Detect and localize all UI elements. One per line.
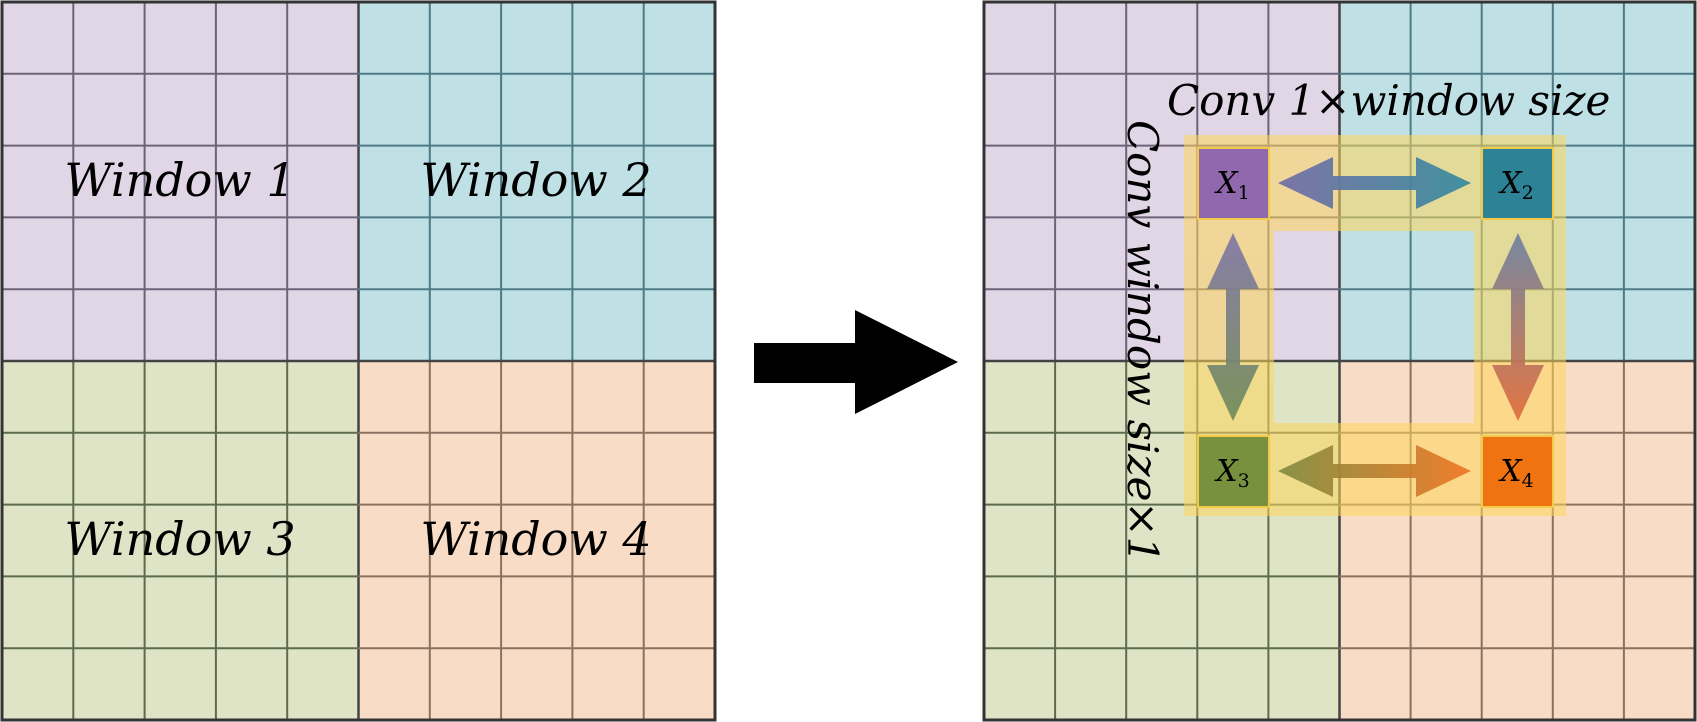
window-1-label: Window 1 [64, 153, 295, 207]
token-x1-label: X1 [1214, 166, 1249, 204]
window-3-region [2, 362, 359, 720]
arrow-x1-x3 [1207, 233, 1259, 421]
token-x2 [1481, 147, 1554, 220]
window-2-region [359, 2, 715, 362]
token-x4 [1481, 435, 1554, 508]
window-4-label: Window 4 [420, 512, 651, 566]
token-x1 [1197, 147, 1270, 220]
window-3-label: Window 3 [64, 512, 295, 566]
right-grid: X1 X2 X3 X4 Conv 1×window size Conv wind… [982, 0, 1697, 722]
window-1-region [2, 2, 359, 362]
arrow-x1-x2 [1278, 157, 1471, 209]
conv-vertical-label: Conv window size×1 [1118, 120, 1167, 563]
window-2-label: Window 2 [420, 153, 651, 207]
transform-arrow [754, 310, 958, 414]
token-x4-label: X4 [1498, 454, 1533, 492]
left-grid-lines [2, 2, 715, 720]
left-grid: Window 1 Window 2 Window 3 Window 4 [0, 0, 717, 722]
token-x2-label: X2 [1498, 166, 1533, 204]
conv-horizontal-label: Conv 1×window size [1167, 76, 1610, 125]
token-x3-label: X3 [1214, 454, 1249, 492]
left-grid-border [0, 0, 717, 722]
right-grid-border [982, 0, 1697, 722]
token-x3 [1197, 435, 1270, 508]
arrow-x2-x4 [1492, 233, 1544, 421]
window-3-region-right [984, 362, 1341, 720]
window-4-region [359, 362, 715, 720]
arrow-x3-x4 [1278, 445, 1471, 497]
